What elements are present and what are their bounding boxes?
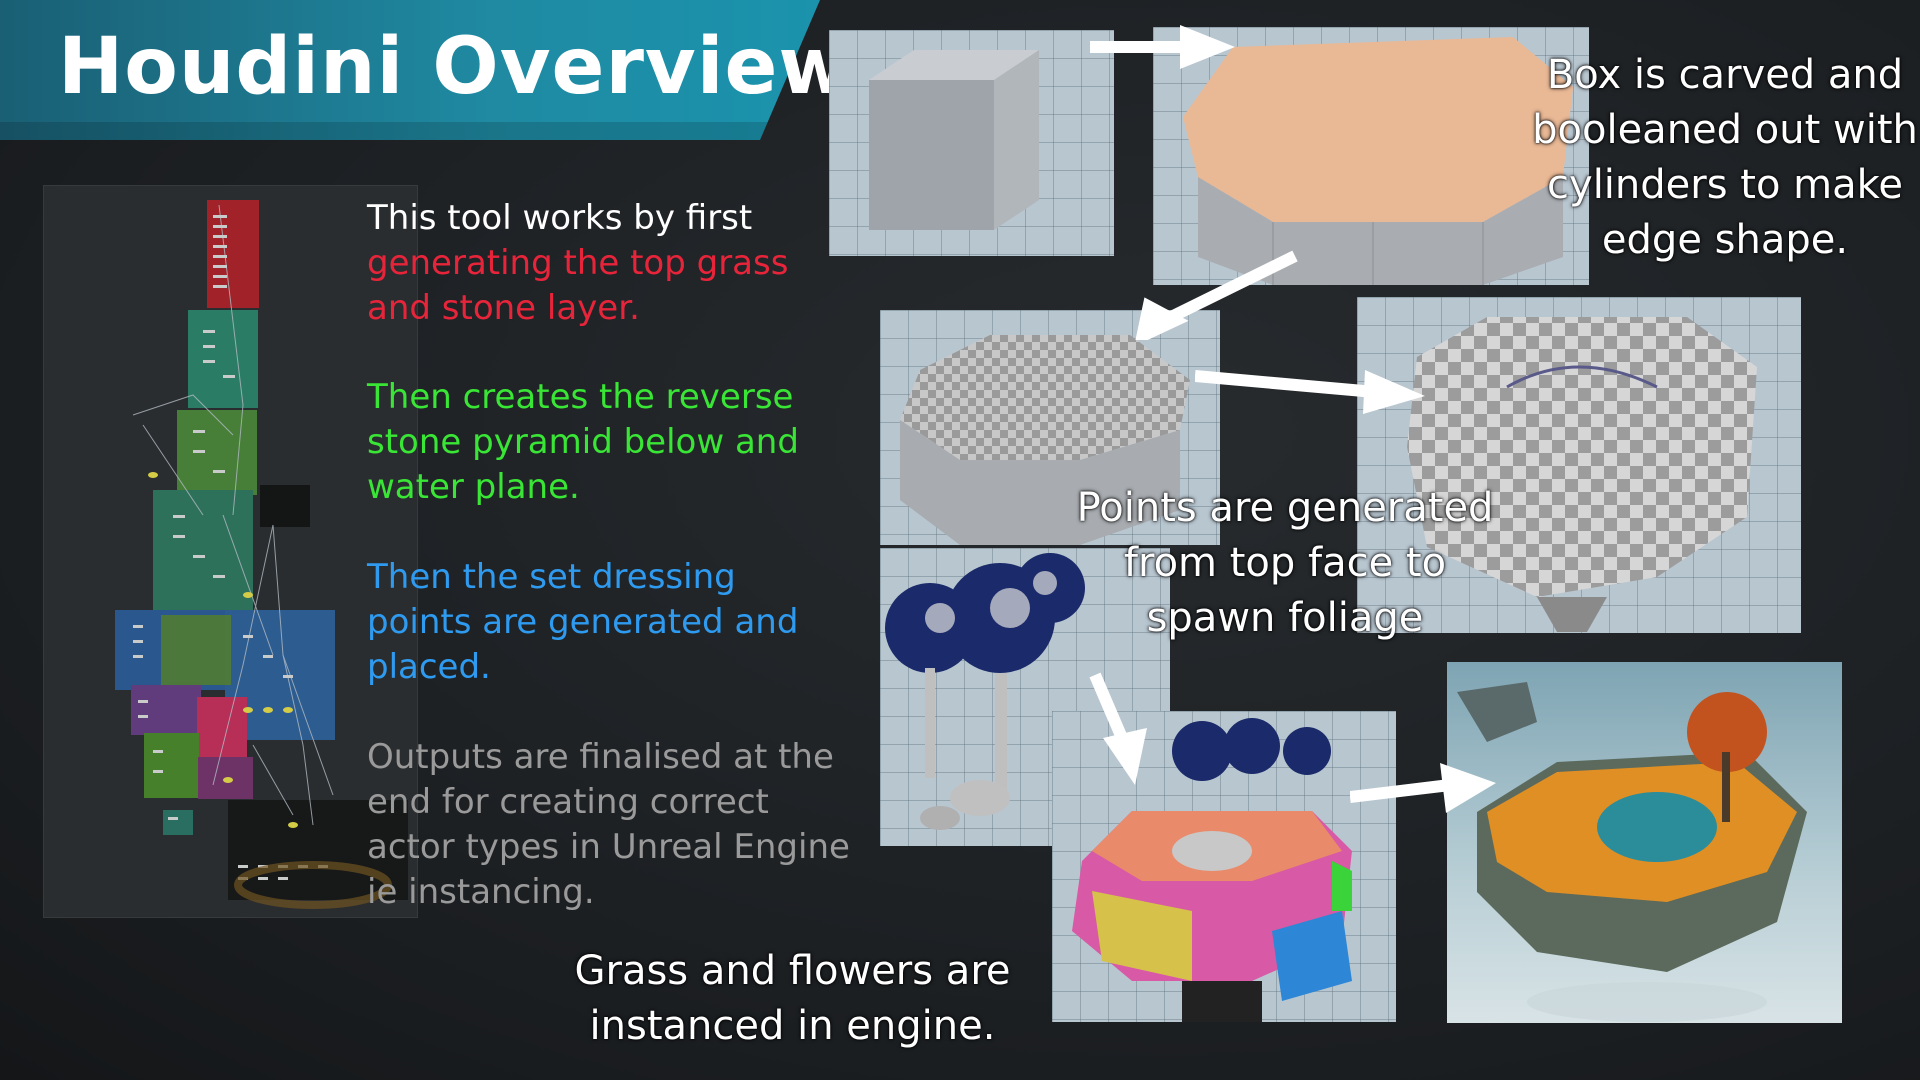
caption-box-carved: Box is carved and booleaned out with cyl… (1532, 52, 1918, 263)
output-highlight (234, 861, 392, 909)
network-box-teal (188, 310, 258, 408)
network-box-green-2 (153, 490, 253, 610)
stone-block-model (1407, 317, 1757, 632)
image-checker-top (880, 310, 1220, 545)
uv-assembled-model (1072, 718, 1352, 1022)
description-step-3: Then the set dressing points are generat… (367, 557, 799, 687)
page-title: Houdini Overview (58, 22, 852, 112)
image-stone-block (1357, 297, 1801, 633)
foliage-model (885, 553, 1085, 830)
description-step-1: This tool works by first generating the … (367, 196, 827, 331)
right-arrow-icon (1350, 763, 1496, 813)
image-box (829, 30, 1114, 256)
down-arrow-icon (1089, 672, 1147, 785)
down-left-arrow-icon (1134, 250, 1298, 340)
image-foliage (880, 548, 1170, 846)
right-arrow-icon (1195, 370, 1425, 414)
description-step-2: Then creates the reverse stone pyramid b… (367, 377, 799, 507)
description-intro: This tool works by first (367, 198, 753, 238)
network-box-output (228, 800, 408, 900)
image-carved-box (1153, 27, 1589, 285)
description-red-text: generating the top grass and stone layer… (367, 243, 789, 328)
network-box-green-4 (144, 733, 199, 798)
network-box-green (177, 410, 257, 495)
node-graph-screenshot (43, 185, 418, 918)
graph-overlay (43, 185, 418, 918)
network-box-purple (131, 685, 201, 735)
title-banner-shade (0, 122, 820, 140)
network-box-green-3 (161, 615, 231, 685)
final-render-model (1457, 682, 1807, 1022)
node-graph-diagram (43, 185, 418, 918)
image-final-render (1447, 662, 1842, 1023)
network-box-black (260, 485, 310, 527)
network-box-small (163, 810, 193, 835)
image-uv-assembled (1052, 711, 1396, 1022)
right-arrow-icon (1090, 25, 1235, 69)
description-step-4: Outputs are finalised at the end for cre… (367, 737, 850, 912)
node-wires (132, 204, 334, 826)
caption-points-generated: Points are generated from top face to sp… (1076, 485, 1494, 641)
caption-grass-instanced: Grass and flowers are instanced in engin… (574, 948, 1011, 1049)
title-banner (0, 0, 820, 140)
checker-top-model (900, 335, 1190, 545)
box-model (869, 50, 1039, 230)
node-diamonds (148, 472, 298, 828)
